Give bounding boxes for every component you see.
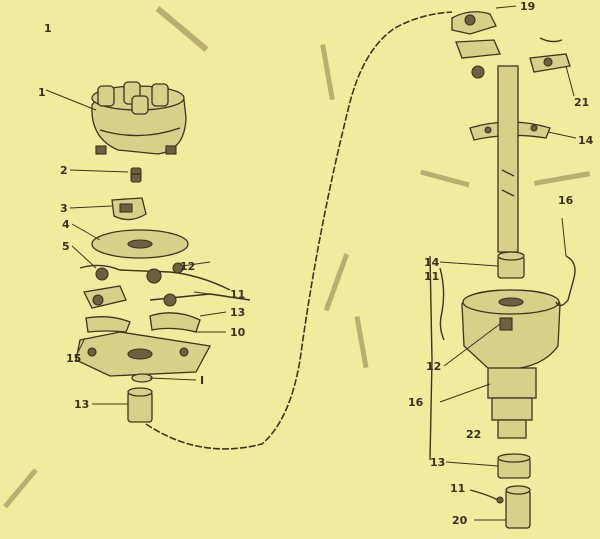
callout-21-right: 21 bbox=[574, 96, 589, 109]
washer bbox=[131, 373, 153, 383]
callout-16-right: 16 bbox=[558, 194, 574, 207]
cap-screw bbox=[130, 167, 142, 183]
annotation-mark-2 bbox=[320, 44, 335, 101]
callout-22-left: I bbox=[200, 374, 204, 387]
callout-10-right: 11 bbox=[424, 270, 439, 283]
bushing bbox=[127, 387, 153, 423]
distributor-cap bbox=[91, 81, 187, 155]
annotation-mark-5 bbox=[323, 253, 350, 312]
callout-13-left: 12 bbox=[180, 260, 195, 273]
drive-gear bbox=[497, 453, 531, 479]
callout-2-screw: 2 bbox=[60, 164, 68, 177]
housing-clamp bbox=[555, 255, 576, 307]
annotation-mark-1 bbox=[155, 6, 209, 52]
clamp-rod bbox=[429, 255, 445, 461]
tachometer-cable bbox=[145, 11, 453, 450]
distributor-housing bbox=[461, 289, 561, 439]
upper-governor-parts bbox=[451, 11, 571, 79]
callout-19-right: 19 bbox=[520, 0, 535, 13]
callout-12-left: 11 bbox=[230, 288, 245, 301]
callout-3-rotor: 3 bbox=[60, 202, 68, 215]
drive-pin bbox=[469, 489, 504, 504]
callout-11-left: 10 bbox=[230, 326, 246, 339]
callout-16-left: 15 bbox=[66, 352, 81, 365]
callout-14-left-bushing: 13 bbox=[74, 398, 89, 411]
callout-18-right: 16 bbox=[408, 396, 424, 409]
callout-1-cap: 1 bbox=[38, 86, 46, 99]
annotation-mark-7 bbox=[3, 468, 38, 509]
annotation-mark-4 bbox=[534, 171, 591, 186]
faded-annotations bbox=[3, 6, 591, 509]
callout-20-right: 20 bbox=[452, 514, 468, 527]
base-plate bbox=[75, 331, 212, 377]
callout-i-housing: 22 bbox=[466, 428, 481, 441]
annotation-mark-6 bbox=[354, 316, 369, 369]
callout-13-right: 13 bbox=[430, 456, 445, 469]
callout-14-right: 14 bbox=[578, 134, 594, 147]
callout-12-right: 12 bbox=[426, 360, 441, 373]
annotation-mark-3 bbox=[420, 169, 470, 188]
callout-labels: 1 1 2 3 4 5 12 11 13 10 15 I 13 19 21 14… bbox=[38, 0, 594, 527]
callout-14-left: 13 bbox=[230, 306, 245, 319]
breaker-plate bbox=[91, 229, 189, 259]
distributor-shaft bbox=[497, 65, 519, 253]
callout-4-plate: 4 bbox=[62, 218, 70, 231]
coupling bbox=[505, 485, 531, 529]
callout-1-topleft: 1 bbox=[44, 22, 52, 35]
leader-lines bbox=[45, 5, 577, 521]
callout-5-left: 5 bbox=[62, 240, 70, 253]
callout-15-right: 14 bbox=[424, 256, 440, 269]
contact-points-cluster bbox=[79, 262, 251, 333]
callout-11-right: 11 bbox=[450, 482, 465, 495]
rotor bbox=[111, 197, 147, 221]
shaft-spacer bbox=[497, 251, 525, 279]
